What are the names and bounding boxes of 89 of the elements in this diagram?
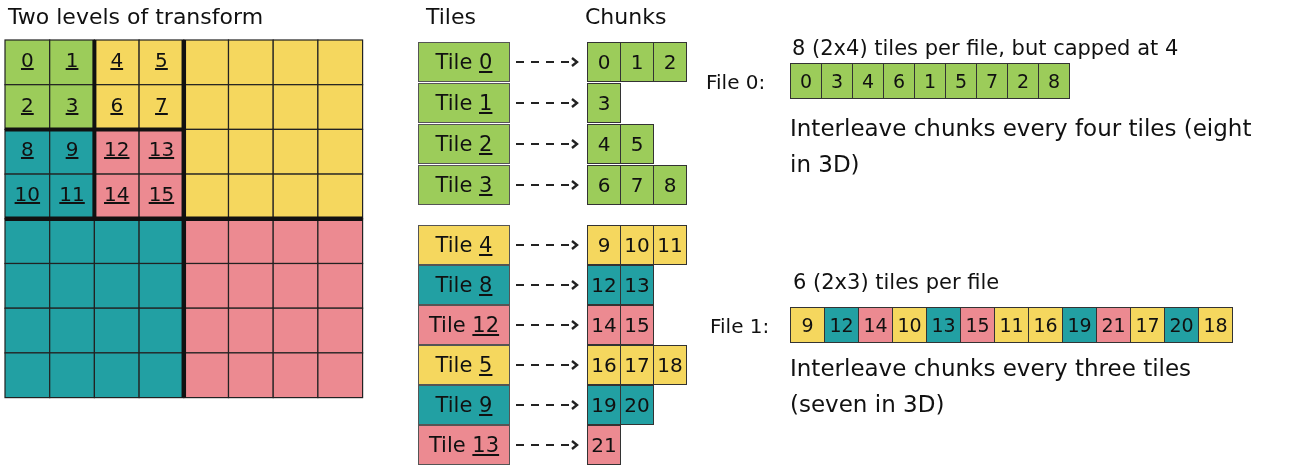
chunk-number: 3 <box>587 83 621 123</box>
chunk-number: 5 <box>620 124 654 164</box>
chunk-number: 20 <box>1164 307 1199 343</box>
chunk-number: 7 <box>976 63 1008 99</box>
arrow <box>515 56 579 68</box>
chunk-number: 2 <box>1007 63 1039 99</box>
chunk-number: 21 <box>587 425 621 465</box>
chunk-number: 11 <box>653 225 687 265</box>
column-heading: Tiles <box>426 4 476 29</box>
grid-number: 5 <box>155 48 168 72</box>
chunk-number: 13 <box>926 307 961 343</box>
arrow <box>515 138 579 150</box>
tile-box: Tile 1 <box>418 83 510 123</box>
chunk-number: 10 <box>620 225 654 265</box>
chunk-number: 15 <box>620 305 654 345</box>
arrow <box>515 319 579 331</box>
chunk-number: 17 <box>1130 307 1165 343</box>
grid-number: 2 <box>21 92 34 117</box>
chunk-number: 20 <box>620 385 654 425</box>
tile-box: Tile 13 <box>418 425 510 465</box>
arrow <box>515 239 579 251</box>
chunk-number: 9 <box>587 225 621 265</box>
chunk-number: 6 <box>587 165 621 205</box>
chunk-number: 7 <box>620 165 654 205</box>
chunk-number: 4 <box>852 63 884 99</box>
chunk-number: 14 <box>858 307 893 343</box>
tile-box: Tile 9 <box>418 385 510 425</box>
file-label: File 0: <box>706 70 766 94</box>
note: Interleave chunks every four tiles (eight in 3D) <box>790 114 1253 179</box>
chunk-number: 18 <box>1198 307 1233 343</box>
note: Interleave chunks every three tiles (seven in 3D) <box>790 354 1193 419</box>
chunk-number: 12 <box>824 307 859 343</box>
chunk-number: 15 <box>960 307 995 343</box>
tile-box: Tile 2 <box>418 124 510 164</box>
grid-number: 8 <box>21 137 34 162</box>
chunk-number: 16 <box>1028 307 1063 343</box>
chunk-number: 21 <box>1096 307 1131 343</box>
chunk-number: 8 <box>1038 63 1070 99</box>
grid-number: 1 <box>65 48 79 72</box>
chunk-number: 13 <box>620 265 654 305</box>
chunk-number: 0 <box>587 42 621 82</box>
chunk-number: 14 <box>587 305 621 345</box>
tile-box: Tile 4 <box>418 225 510 265</box>
chunk-number: 19 <box>587 385 621 425</box>
arrow <box>515 439 579 451</box>
tile-box: Tile 3 <box>418 165 510 205</box>
chunk-number: 0 <box>790 63 822 99</box>
chunk-number: 17 <box>620 345 654 385</box>
grid-number: 3 <box>65 92 79 117</box>
chunk-number: 1 <box>914 63 946 99</box>
chunk-number: 4 <box>587 124 621 164</box>
grid-number: 10 <box>14 182 41 207</box>
grid-number: 13 <box>148 137 175 162</box>
chunk-number: 3 <box>821 63 853 99</box>
column-heading: Chunks <box>585 4 667 29</box>
grid-number: 14 <box>104 182 130 207</box>
grid-number: 6 <box>110 92 124 117</box>
caption: 8 (2x4) tiles per file, but capped at 4 <box>792 36 1179 60</box>
chunk-number: 8 <box>653 165 687 205</box>
grid-number: 0 <box>21 48 34 72</box>
chunk-number: 9 <box>790 307 825 343</box>
file-label: File 1: <box>710 314 770 338</box>
arrow <box>515 179 579 191</box>
chunk-number: 2 <box>653 42 687 82</box>
tile-box: Tile 12 <box>418 305 510 345</box>
tile-box: Tile 5 <box>418 345 510 385</box>
grid-number: 12 <box>104 137 130 162</box>
arrow <box>515 399 579 411</box>
chunk-number: 12 <box>587 265 621 305</box>
grid-number: 4 <box>110 48 124 72</box>
chunk-number: 6 <box>883 63 915 99</box>
arrow <box>515 279 579 291</box>
chunk-number: 16 <box>587 345 621 385</box>
heading: Two levels of transform <box>8 4 264 29</box>
caption: 6 (2x3) tiles per file <box>793 270 1000 294</box>
chunk-number: 1 <box>620 42 654 82</box>
arrow <box>515 97 579 109</box>
grid-number: 11 <box>59 182 85 207</box>
tile-box: Tile 8 <box>418 265 510 305</box>
grid-number: 15 <box>148 182 175 207</box>
chunk-number: 5 <box>945 63 977 99</box>
arrow <box>515 359 579 371</box>
chunk-number: 11 <box>994 307 1029 343</box>
chunk-number: 19 <box>1062 307 1097 343</box>
tile-box: Tile 0 <box>418 42 510 82</box>
chunk-number: 10 <box>892 307 927 343</box>
grid-number: 9 <box>65 137 79 162</box>
chunk-number: 18 <box>653 345 687 385</box>
grid-number: 7 <box>155 92 168 117</box>
